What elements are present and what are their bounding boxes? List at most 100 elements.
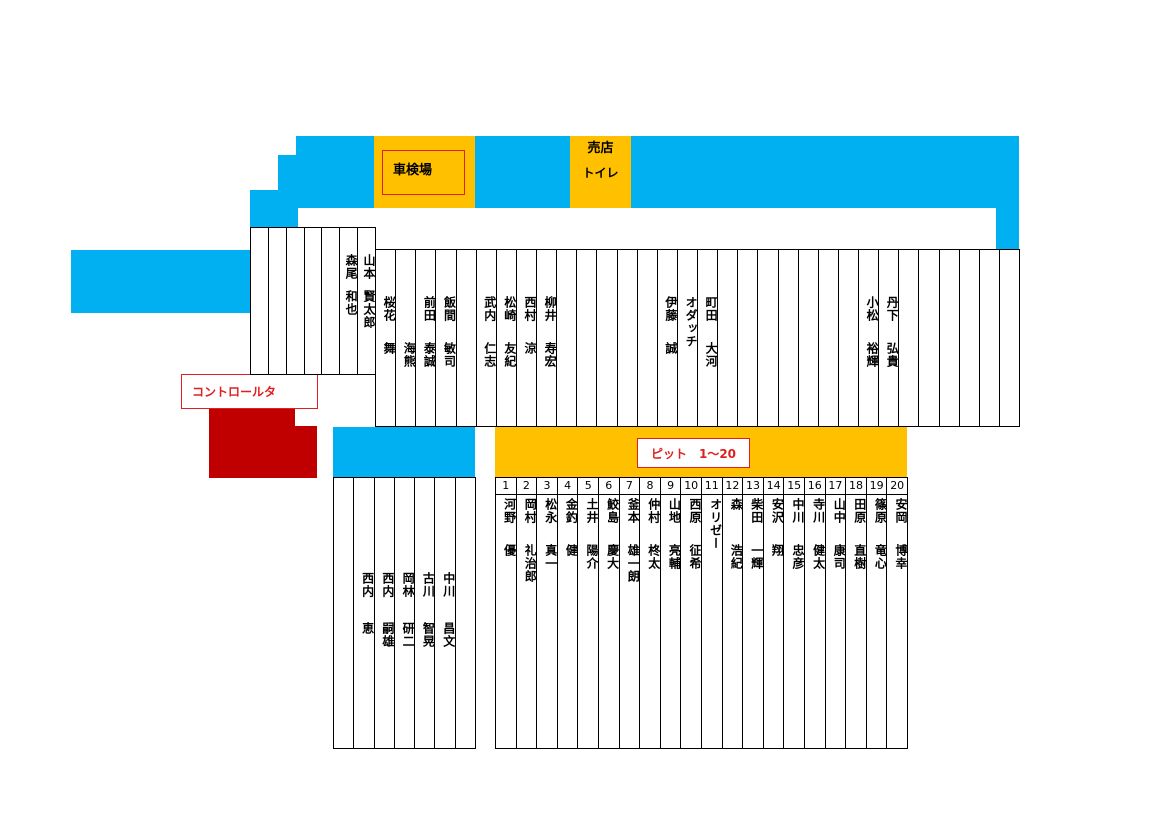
pit-number: 12 bbox=[725, 479, 740, 492]
stall-cell: 伊藤誠 bbox=[656, 249, 678, 427]
pit-number: 19 bbox=[869, 479, 884, 492]
stall-cell bbox=[267, 227, 287, 375]
pit-name-lower: 康司 bbox=[832, 544, 847, 570]
pit-number-divider bbox=[846, 494, 866, 495]
stall-cell bbox=[455, 249, 477, 427]
stall-cell: 柳井寿宏 bbox=[536, 249, 558, 427]
pit-number-divider bbox=[516, 494, 537, 495]
stall-cell bbox=[333, 477, 355, 749]
stall-name-upper: 西村 bbox=[523, 296, 537, 322]
stall-name-upper: 岡林 bbox=[401, 572, 416, 598]
pit-number-divider bbox=[660, 494, 681, 495]
stall-name-lower: 海熊 bbox=[402, 342, 417, 368]
inspection-label: 車検場 bbox=[382, 150, 465, 195]
stall-cell bbox=[898, 249, 920, 427]
pit-name-upper: 金釣 bbox=[564, 498, 579, 524]
stall-cell: 武内仁志 bbox=[475, 249, 497, 427]
stall-cell: 丹下弘貴 bbox=[878, 249, 900, 427]
pit-number: 9 bbox=[667, 479, 675, 492]
stall-cell bbox=[250, 227, 269, 375]
stall-name-upper: 前田 bbox=[422, 296, 437, 322]
pit-number: 14 bbox=[766, 479, 781, 492]
stall-cell bbox=[958, 249, 980, 427]
pit-name-lower: 竜心 bbox=[873, 544, 888, 570]
stall-cell bbox=[556, 249, 578, 427]
stall-name-lower: 舞 bbox=[382, 342, 397, 355]
pit-name-upper: 森 bbox=[729, 498, 744, 511]
stall-cell bbox=[918, 249, 940, 427]
stall-cell: 古川智晃 bbox=[414, 477, 436, 749]
stall-name-upper: 丹下 bbox=[885, 296, 900, 322]
stall-cell bbox=[717, 249, 739, 427]
stall-cell: 小松裕輝 bbox=[858, 249, 880, 427]
stall-cell bbox=[797, 249, 819, 427]
controller-label: コントロールタ bbox=[181, 374, 318, 409]
pit-name-lower: 忠彦 bbox=[790, 544, 805, 570]
pit-number-divider bbox=[887, 494, 907, 495]
stall-cell: 町田大河 bbox=[697, 249, 719, 427]
stall-name-upper: 西内 bbox=[360, 572, 375, 598]
stall-cell bbox=[817, 249, 839, 427]
stall-cell: オダッチ bbox=[676, 249, 698, 427]
pit-cell: 3 松永真一 bbox=[536, 477, 558, 749]
pit-number: 6 bbox=[605, 479, 613, 492]
pit-name-lower: 一輝 bbox=[749, 544, 764, 570]
pit-number-divider bbox=[681, 494, 701, 495]
pit-number: 18 bbox=[848, 479, 863, 492]
pit-number: 4 bbox=[564, 479, 572, 492]
pit-number-divider bbox=[640, 494, 660, 495]
pit-number-divider bbox=[743, 494, 763, 495]
pit-number: 7 bbox=[625, 479, 633, 492]
pit-name-upper: 篠原 bbox=[873, 498, 888, 524]
pit-name-upper: 釜本 bbox=[626, 498, 641, 524]
pit-name-lower: 雄一朗 bbox=[626, 544, 641, 583]
pit-number: 13 bbox=[745, 479, 760, 492]
pit-number-divider bbox=[557, 494, 578, 495]
stall-cell: 西村涼 bbox=[515, 249, 537, 427]
stall-cell bbox=[303, 227, 323, 375]
stall-name-lower: 裕輝 bbox=[865, 342, 880, 368]
pit-number: 5 bbox=[584, 479, 592, 492]
stall-name-upper: 桜花 bbox=[382, 296, 397, 322]
stall-name-lower: 大河 bbox=[704, 342, 719, 368]
stall-name-lower: 仁志 bbox=[482, 342, 497, 368]
stall-cell bbox=[737, 249, 759, 427]
stall-cell bbox=[998, 249, 1020, 427]
stall-name-upper: 森尾 bbox=[344, 254, 359, 280]
pit-number: 2 bbox=[522, 479, 530, 492]
pit-name-upper: 河野 bbox=[502, 498, 517, 524]
stall-cell bbox=[596, 249, 618, 427]
pit-number: 3 bbox=[543, 479, 551, 492]
stall-name-lower: 泰誠 bbox=[422, 342, 437, 368]
stall-cell bbox=[837, 249, 859, 427]
pit-number-divider bbox=[805, 494, 825, 495]
pit-name-upper: 山地 bbox=[667, 498, 682, 524]
stall-cell bbox=[757, 249, 779, 427]
pit-name-lower: 真一 bbox=[543, 544, 558, 570]
toilet-label: トイレ bbox=[582, 166, 619, 180]
stall-cell: 西内恵 bbox=[353, 477, 375, 749]
stall-cell: 森尾和也 bbox=[339, 227, 359, 375]
stall-name-upper: 武内 bbox=[482, 296, 497, 322]
stall-name-lower: 寿宏 bbox=[543, 342, 558, 368]
pit-number-divider bbox=[619, 494, 640, 495]
lower-left-area bbox=[333, 427, 475, 477]
stall-cell: 岡林研二 bbox=[393, 477, 416, 749]
pit-name-upper: 松永 bbox=[543, 498, 558, 524]
pit-name-upper: 寺川 bbox=[811, 498, 826, 524]
stall-cell: 前田泰誠 bbox=[415, 249, 437, 427]
pit-name-upper: オリゼー bbox=[708, 498, 723, 550]
pit-number-divider bbox=[722, 494, 743, 495]
stall-name-upper: 西内 bbox=[380, 572, 395, 598]
pit-number: 15 bbox=[787, 479, 802, 492]
pit-name-upper: 岡村 bbox=[523, 498, 538, 524]
